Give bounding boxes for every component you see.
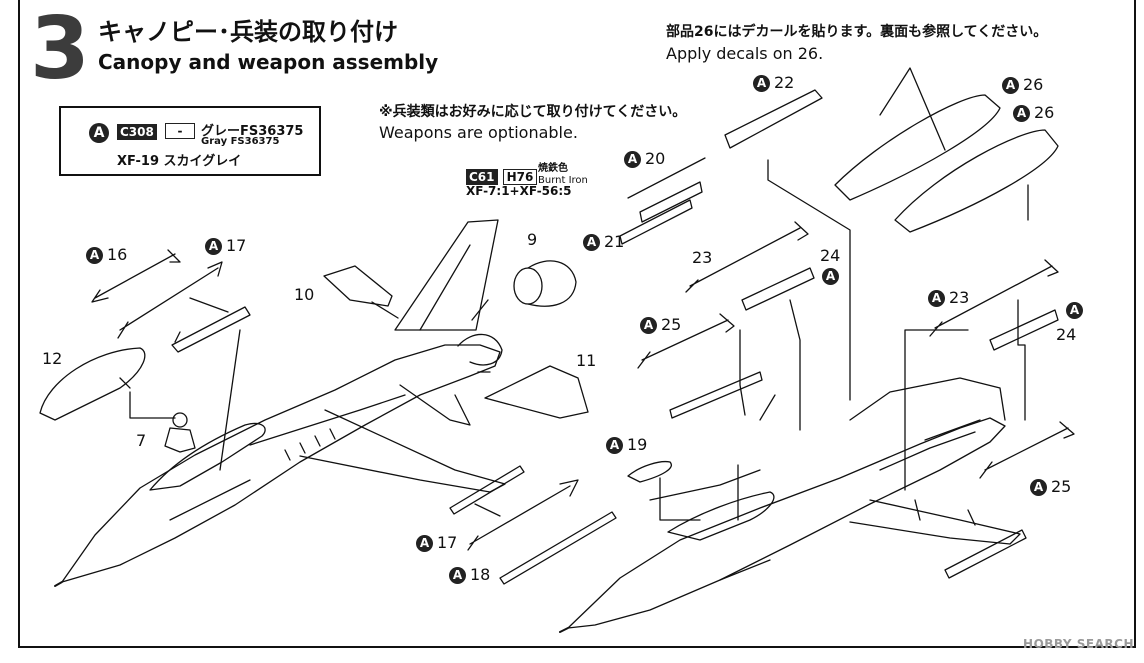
weapons-note-en: Weapons are optionable.: [379, 123, 578, 142]
label-part-23-top: 23: [692, 248, 713, 267]
paint-small-name-en: Burnt Iron: [538, 175, 588, 186]
launch-rail-lower: [449, 465, 525, 515]
paint-code-h: -: [165, 123, 195, 139]
part-16-missile: [91, 249, 181, 303]
decal-note-en: Apply decals on 26.: [666, 44, 824, 63]
part-21-rack: [619, 199, 693, 245]
label-part-12: 12: [42, 349, 63, 368]
weapons-note-jp: ※兵装類はお好みに応じて取り付けてください。: [379, 104, 687, 120]
paint-small-name-jp: 焼鉄色: [538, 163, 568, 174]
paint-name-en: Gray FS36375: [201, 136, 280, 147]
label-part-24-top: 24: [820, 246, 841, 265]
part-18-missile: [499, 511, 617, 585]
left-aircraft-drawing: [54, 219, 506, 587]
step-title-en: Canopy and weapon assembly: [98, 50, 439, 74]
part-26-tank-top: [834, 94, 1001, 201]
paint-small-code-h: H76: [502, 169, 538, 185]
label-part-7: 7: [136, 431, 147, 450]
part-10-fin: [323, 265, 393, 307]
decal-note-jp: 部品26にはデカールを貼ります。裏面も参照してください。: [666, 24, 1048, 40]
part-26-tank-bottom: [894, 129, 1059, 233]
label-part-9: 9: [527, 230, 538, 249]
part-24-pylon-top: [741, 267, 815, 311]
step-title-jp: キャノピー･兵装の取り付け: [98, 18, 398, 46]
step-number: 3: [30, 0, 90, 99]
part-11-panel: [484, 365, 589, 419]
part-9-nozzle: [513, 267, 543, 305]
part-7-pilot: [172, 412, 188, 428]
part-19-pod: [627, 460, 672, 483]
watermark: HOBBY SEARCH: [1023, 637, 1134, 651]
part-22-pod: [724, 89, 823, 149]
label-part-10: 10: [294, 285, 315, 304]
part-25-missile-bottom: [979, 421, 1075, 479]
page-frame: [18, 0, 1136, 648]
paint-color-box: A C308 - グレーFS36375 Gray FS36375 XF-19 ス…: [59, 106, 321, 176]
part-24-pylon-bottom: [989, 309, 1059, 351]
part-17-missile-top: [117, 261, 223, 339]
paint-small-code-c: C61: [466, 169, 498, 185]
part-17-missile-bottom: [467, 479, 579, 551]
part-20-bomb: [627, 157, 706, 223]
part-25-missile-top: [637, 313, 735, 369]
paint-code-c: C308: [117, 124, 157, 140]
launch-rail-left: [171, 306, 251, 353]
paint-small-xf: XF-7:1+XF-56:5: [466, 184, 572, 198]
paint-callout-burnt-iron: C61 H76: [466, 166, 538, 185]
label-part-24-bottom-runner: A: [1066, 302, 1083, 319]
paint-xf: XF-19 スカイグレイ: [117, 154, 242, 169]
label-part-24-bottom: 24: [1056, 325, 1077, 344]
label-part-24-top-runner: A: [822, 268, 839, 285]
part-12-canopy: [39, 347, 146, 421]
launch-rail-right: [669, 371, 763, 419]
launch-rail-right-wing: [944, 529, 1027, 579]
label-part-11: 11: [576, 351, 597, 370]
right-aircraft-drawing: [559, 377, 1021, 633]
part-23-missile-top: [685, 221, 809, 293]
paint-name-jp: グレーFS36375: [201, 124, 304, 139]
runner-a-badge: A: [89, 123, 109, 143]
part-23-missile-bottom: [929, 259, 1059, 337]
